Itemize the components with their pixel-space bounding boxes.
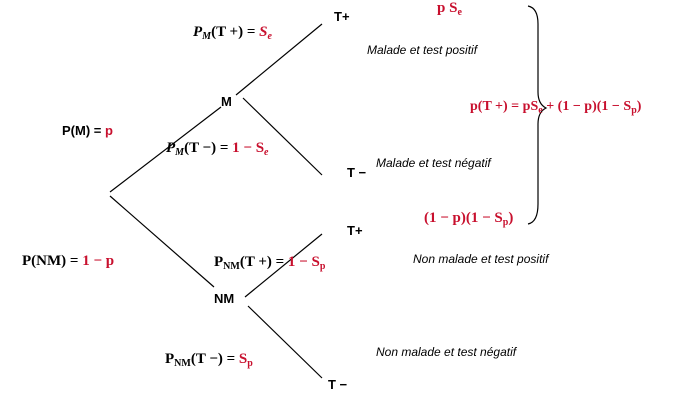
prob-nm-tminus-sub: NM <box>174 358 191 369</box>
prob-m-tminus-p: P <box>166 140 176 156</box>
formula-p-se: p Se <box>437 1 462 18</box>
node-t-minus-non-malade: T − <box>328 377 348 392</box>
prob-nm-tminus: PNM(T −) = Sp <box>165 352 253 369</box>
formula-p-se-main: p S <box>437 0 458 16</box>
formula-total-t3: ) <box>636 99 642 114</box>
prob-nm-tminus-value-sub: p <box>247 358 253 369</box>
prob-nm-tminus-arg: (T −) = <box>190 351 239 367</box>
formula-total-t2-sub: p <box>631 105 637 116</box>
node-t-minus-malade: T − <box>347 165 367 180</box>
prob-nm-label: P(NM) = <box>22 253 83 269</box>
prob-m-tminus: PM(T −) = 1 − Se <box>166 141 269 158</box>
prob-m: P(M) = p <box>62 124 113 137</box>
branch-m-tplus <box>235 23 323 96</box>
prob-m-value: p <box>104 123 113 138</box>
outcome-non-malade-positif: Non malade et test positif <box>413 252 549 266</box>
prob-nm-tplus-value-sub: p <box>319 261 326 272</box>
prob-nm-tplus: PNM(T +) = 1 − Sp <box>214 255 325 272</box>
prob-nm-tplus-arg: (T +) = <box>239 254 288 270</box>
formula-p-se-sub: e <box>457 7 462 18</box>
prob-nm-tminus-p: P <box>165 351 175 367</box>
outcome-malade-negatif: Malade et test négatif <box>376 156 491 170</box>
formula-one-minus-sub: p <box>502 217 509 228</box>
formula-total: p(T +) = pSe + (1 − p)(1 − Sp) <box>470 100 641 116</box>
outcome-malade-positif: Malade et test positif <box>367 43 478 57</box>
branch-nm-tminus <box>247 305 323 379</box>
branch-root-nm <box>109 195 215 288</box>
formula-total-t1: pS <box>522 99 539 114</box>
formula-total-lhs: p(T +) = <box>470 99 523 114</box>
node-t-plus-non-malade: T+ <box>347 223 363 238</box>
outcome-non-malade-negatif: Non malade et test négatif <box>376 345 517 359</box>
node-m: M <box>221 94 232 109</box>
prob-m-tplus-value-sub: e <box>267 31 272 42</box>
branch-m-tminus <box>242 97 323 176</box>
prob-m-tminus-arg: (T −) = <box>184 140 233 156</box>
prob-m-tplus-value: S <box>259 24 268 40</box>
prob-m-label: P(M) = <box>62 123 105 138</box>
branch-nm-tplus <box>244 233 323 298</box>
prob-m-tplus: PM(T +) = Se <box>193 25 272 42</box>
prob-m-tplus-sub: M <box>202 31 212 42</box>
prob-m-tplus-arg: (T +) = <box>211 24 260 40</box>
formula-total-t1-sub: e <box>538 105 543 116</box>
prob-m-tminus-sub: M <box>175 147 185 158</box>
prob-nm-tplus-value: 1 − S <box>287 254 320 270</box>
prob-m-tminus-value: 1 − S <box>232 140 265 156</box>
branch-root-m <box>109 106 222 193</box>
formula-one-minus-b: ) <box>508 210 514 226</box>
prob-nm: P(NM) = 1 − p <box>22 254 114 269</box>
prob-nm-tminus-value: S <box>238 351 248 367</box>
node-t-plus-malade: T+ <box>334 9 350 24</box>
prob-m-tplus-p: P <box>193 24 203 40</box>
grouping-brace <box>527 5 548 225</box>
formula-one-minus: (1 − p)(1 − Sp) <box>424 211 513 228</box>
formula-one-minus-a: (1 − p)(1 − S <box>424 210 503 226</box>
node-nm: NM <box>214 291 235 306</box>
prob-nm-tplus-p: P <box>214 254 224 270</box>
prob-m-tminus-value-sub: e <box>264 147 269 158</box>
formula-total-t2: + (1 − p)(1 − S <box>542 99 632 114</box>
prob-nm-tplus-sub: NM <box>223 261 240 272</box>
prob-nm-value: 1 − p <box>82 253 115 269</box>
